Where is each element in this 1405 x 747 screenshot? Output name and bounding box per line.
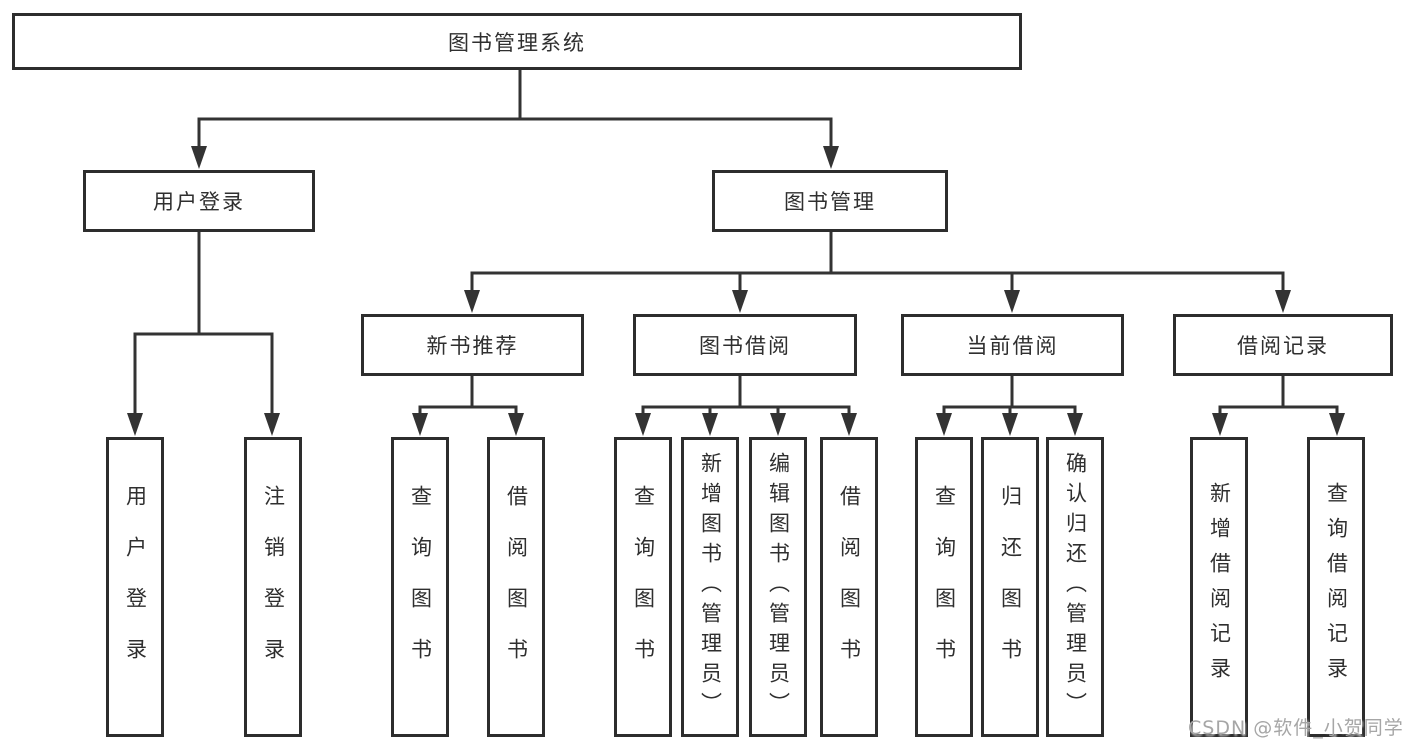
connector-records-to-leaves: [1212, 376, 1345, 436]
leaf-label: 查询图书: [408, 485, 433, 689]
node-leaf-cb-confirm-return-admin: 确认归还（管理员）: [1046, 437, 1104, 737]
connector-userlogin-to-leaves: [127, 232, 280, 436]
node-leaf-bb-borrow-books: 借阅图书: [820, 437, 878, 737]
node-book-borrowing: 图书借阅: [633, 314, 857, 376]
connector-bookmgmt-to-level3: [464, 232, 1291, 313]
leaf-label: 查询图书: [932, 485, 957, 689]
node-leaf-cb-return-books: 归还图书: [981, 437, 1039, 737]
leaf-label: 编辑图书（管理员）: [766, 452, 791, 722]
node-root: 图书管理系统: [12, 13, 1022, 70]
node-book-management: 图书管理: [712, 170, 948, 232]
connector-current-to-leaves: [936, 376, 1083, 436]
leaf-label: 新增图书（管理员）: [698, 452, 723, 722]
leaf-label: 注销登录: [261, 485, 286, 689]
leaf-label: 用户登录: [123, 485, 148, 689]
node-leaf-bb-add-books-admin: 新增图书（管理员）: [681, 437, 739, 737]
leaf-label: 借阅图书: [504, 485, 529, 689]
node-user-login: 用户登录: [83, 170, 315, 232]
leaf-label: 确认归还（管理员）: [1063, 452, 1088, 722]
leaf-label: 新增借阅记录: [1207, 482, 1232, 692]
node-borrow-records: 借阅记录: [1173, 314, 1393, 376]
leaf-label: 归还图书: [998, 485, 1023, 689]
leaf-label: 查询借阅记录: [1324, 482, 1349, 692]
node-leaf-cb-query-books: 查询图书: [915, 437, 973, 737]
node-leaf-br-add-record: 新增借阅记录: [1190, 437, 1248, 737]
node-leaf-bb-edit-books-admin: 编辑图书（管理员）: [749, 437, 807, 737]
node-leaf-rec-query-books: 查询图书: [391, 437, 449, 737]
node-new-book-recommend: 新书推荐: [361, 314, 584, 376]
leaf-label: 借阅图书: [837, 485, 862, 689]
watermark-text: CSDN @软件_小贺同学: [1188, 717, 1404, 739]
node-leaf-logout: 注销登录: [244, 437, 302, 737]
node-leaf-rec-borrow-books: 借阅图书: [487, 437, 545, 737]
connector-root-to-level2: [191, 70, 839, 169]
node-current-borrowing: 当前借阅: [901, 314, 1124, 376]
node-leaf-br-query-record: 查询借阅记录: [1307, 437, 1365, 737]
leaf-label: 查询图书: [631, 485, 656, 689]
connector-recommend-to-leaves: [412, 376, 524, 436]
node-leaf-user-login: 用户登录: [106, 437, 164, 737]
connector-borrowing-to-leaves: [635, 376, 857, 436]
node-leaf-bb-query-books: 查询图书: [614, 437, 672, 737]
